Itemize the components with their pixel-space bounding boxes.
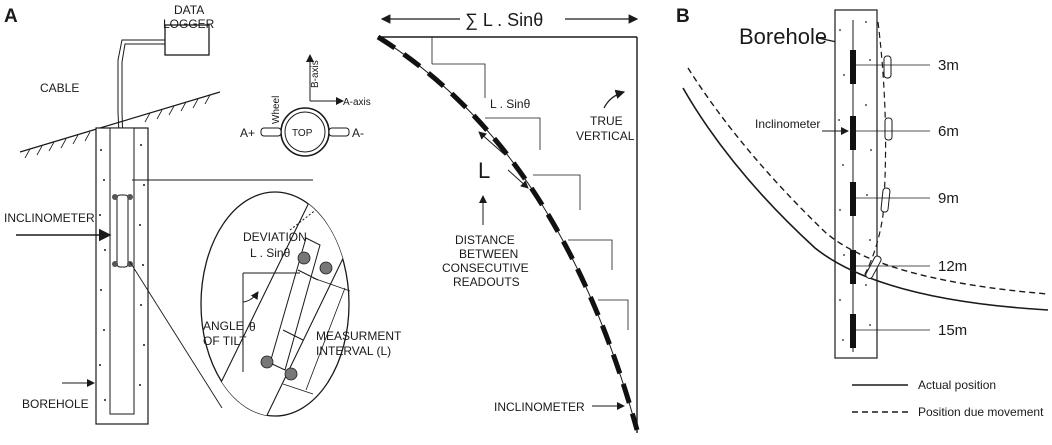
inclinometer-segments xyxy=(376,34,640,431)
cumulative-steps xyxy=(431,37,629,330)
depth-label-9m: 9m xyxy=(938,190,959,207)
borehole-inner-tube xyxy=(109,127,135,415)
true-vertical-label-2: VERTICAL xyxy=(576,129,635,143)
borehole-probe xyxy=(116,194,129,268)
column-grout-dots xyxy=(838,21,872,341)
true-vertical-arrow xyxy=(603,89,626,109)
casing-grout-dots xyxy=(99,144,145,401)
distance-label-4: READOUTS xyxy=(453,275,520,289)
depth-leaders xyxy=(856,64,930,331)
inclinometer-label-a: INCLINOMETER xyxy=(4,211,95,225)
b-axis-label: B-axis xyxy=(310,60,321,88)
wheel-label: Wheel xyxy=(271,96,282,124)
distance-label-3: CONSECUTIVE xyxy=(442,261,529,275)
l-arrow-down xyxy=(507,169,529,189)
step-label: L . Sinθ xyxy=(490,97,531,111)
data-logger-label-1: DATA xyxy=(174,3,204,17)
probe-top-view xyxy=(260,54,350,157)
a-axis-label: A-axis xyxy=(343,97,371,108)
probe-wheels xyxy=(112,194,133,267)
inclinometer-label-bottom: INCLINOMETER xyxy=(494,400,585,414)
legend-actual-label: Actual position xyxy=(918,378,996,392)
true-vertical-label-1: TRUE xyxy=(590,114,623,128)
angle-label-1: ANGLE xyxy=(203,319,244,333)
distance-label-2: BETWEEN xyxy=(459,247,518,261)
actual-position-line xyxy=(682,87,1049,311)
legend-moved-label: Position due movement xyxy=(918,405,1044,419)
theta-symbol: θ xyxy=(249,320,256,334)
borehole-label-b: Borehole xyxy=(739,24,827,49)
data-logger-label-2: LOGGER xyxy=(163,17,215,31)
distance-label-1: DISTANCE xyxy=(455,233,515,247)
borehole-label-a: BOREHOLE xyxy=(22,397,89,411)
deviation-formula: L . Sinθ xyxy=(250,246,291,260)
cable-label: CABLE xyxy=(40,81,79,95)
a-minus-label: A- xyxy=(352,126,364,140)
measurement-label-2: INTERVAL (L) xyxy=(316,344,391,358)
a-plus-label: A+ xyxy=(240,126,255,140)
sum-label: ∑ L . Sinθ xyxy=(465,10,543,30)
top-label: TOP xyxy=(292,128,313,139)
depth-label-12m: 12m xyxy=(938,258,967,275)
inclinometer-label-b: Inclinometer xyxy=(755,117,820,131)
magnified-probe xyxy=(209,192,349,416)
zoom-line-bottom xyxy=(129,261,223,409)
measurement-label-1: MEASURMENT xyxy=(316,329,402,343)
measurement-interval-line xyxy=(305,287,346,391)
angle-label-2: OF TILT xyxy=(203,334,247,348)
magnified-wheels xyxy=(260,251,333,381)
depth-label-15m: 15m xyxy=(938,322,967,339)
ground-hatching xyxy=(24,94,211,159)
l-arrow-up xyxy=(478,131,506,156)
tilt-angle-arc xyxy=(242,291,259,303)
depth-label-6m: 6m xyxy=(938,123,959,140)
inclinometer-positions xyxy=(850,50,856,348)
moved-position-line xyxy=(687,67,1049,295)
panel-a-letter: A xyxy=(4,6,18,27)
l-label: L xyxy=(478,158,490,183)
deviation-label: DEVIATION xyxy=(243,230,307,244)
displaced-probes xyxy=(865,55,893,279)
depth-label-3m: 3m xyxy=(938,57,959,74)
panel-b-letter: B xyxy=(676,6,690,27)
